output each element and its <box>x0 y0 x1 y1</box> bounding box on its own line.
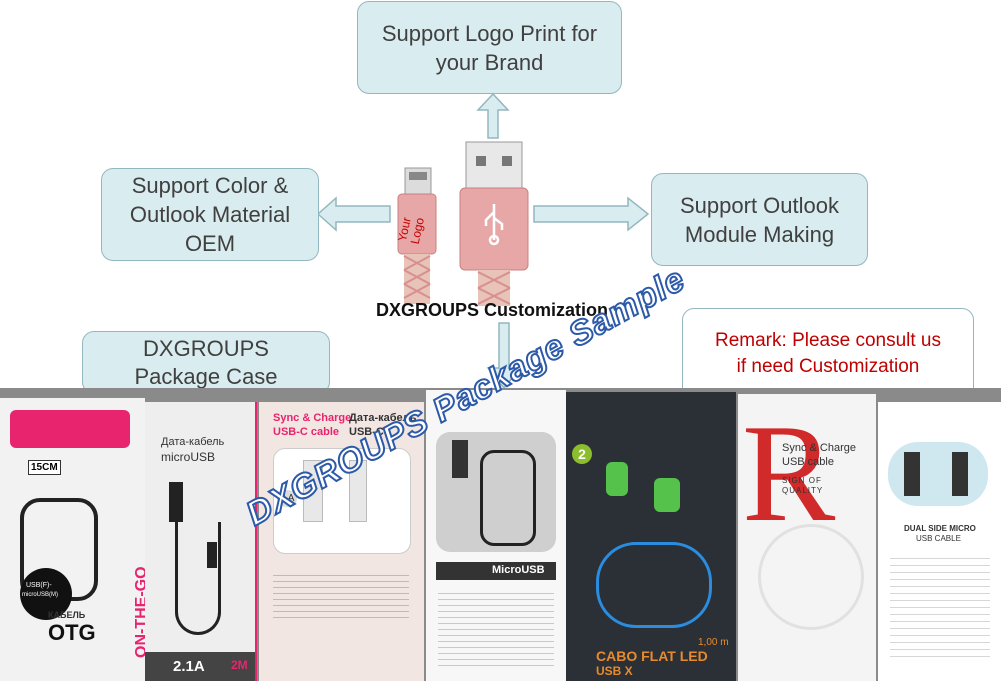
otg-side: ON-THE-GO <box>133 566 145 658</box>
microusb-2m-title2: microUSB <box>161 450 216 464</box>
soq-sign1: SIGN OF <box>782 476 822 485</box>
package-case-box: DXGROUPS Package Case <box>82 331 330 394</box>
package-otg: 15CM USB(F)- microUSB(M) КАБЕЛЬ OTG ON-T… <box>0 398 145 681</box>
logo-print-line2: your Brand <box>435 49 544 75</box>
usb-a-cable <box>459 141 529 306</box>
remark-line1: Remark: Please consult us <box>715 330 941 351</box>
flat-led-sub: USB X <box>596 664 633 678</box>
usbc-sync1: Sync & Charge <box>273 412 352 424</box>
dual-side-title2: USB CABLE <box>916 534 961 543</box>
color-outlook-box: Support Color & Outlook Material OEM <box>101 168 319 261</box>
otg-kabel: КАБЕЛЬ <box>48 610 86 620</box>
color-outlook-line3: OEM <box>184 231 236 256</box>
microusb-black-label: MicroUSB <box>492 564 545 576</box>
microusb-2m-amp: 2.1A <box>173 658 205 675</box>
usbc-title1: Дата-кабель <box>349 412 417 424</box>
outlook-module-box: Support Outlook Module Making <box>651 173 868 266</box>
remark-box: Remark: Please consult us if need Custom… <box>682 308 974 400</box>
package-case-line1: DXGROUPS <box>143 335 269 361</box>
package-microusb-2m: Дата-кабель microUSB 2.1A 2M <box>145 402 257 681</box>
usbc-title2: USB-C <box>349 426 384 438</box>
customization-caption: DXGROUPS Customization <box>376 300 609 320</box>
microusb-2m-title1: Дата-кабель <box>161 436 225 448</box>
otg-length: 15CM <box>28 460 61 475</box>
remark-line2: if need Customization <box>736 356 920 377</box>
package-usb-c: Sync & Charge USB-C cable Дата-кабель US… <box>259 402 424 681</box>
package-flat-led: 2 1,00 m CABO FLAT LED USB X <box>566 392 736 681</box>
package-dual-side: DUAL SIDE MICRO USB CABLE <box>878 402 1001 681</box>
logo-print-box: Support Logo Print for your Brand <box>357 1 622 94</box>
your-logo-label: Your Logo <box>395 214 427 245</box>
soq-letter: R <box>742 396 836 551</box>
soq-sync1: Sync & Charge <box>782 442 856 454</box>
package-sign-of-quality: R Sync & Charge USB cable SIGN OF QUALIT… <box>738 394 876 681</box>
color-outlook-line1: Support Color & <box>131 173 289 198</box>
microusb-2m-length: 2M <box>231 658 248 672</box>
flat-led-title: CABO FLAT LED <box>596 648 708 664</box>
outlook-module-line2: Module Making <box>684 221 835 247</box>
soq-sign2: QUALITY <box>782 486 824 495</box>
package-microusb-black: MicroUSB <box>426 390 566 681</box>
otg-type1: USB(F)- <box>26 582 52 589</box>
color-outlook-line2: Outlook Material <box>129 202 291 227</box>
outlook-module-line1: Support Outlook <box>680 192 839 218</box>
logo-print-line1: Support Logo Print for <box>381 20 598 46</box>
otg-title: OTG <box>48 620 96 645</box>
micro-usb-cable <box>397 167 437 304</box>
arrow-right <box>533 196 650 232</box>
otg-type2: microUSB(M) <box>22 592 58 598</box>
arrow-left <box>316 196 391 232</box>
soq-sync2: USB cable <box>782 456 834 468</box>
flat-led-length: 1,00 m <box>698 637 729 648</box>
usbc-sync2: USB-C cable <box>273 426 340 438</box>
dual-side-title1: DUAL SIDE MICRO <box>904 524 976 533</box>
arrow-up <box>476 92 510 139</box>
package-strip: 15CM USB(F)- microUSB(M) КАБЕЛЬ OTG ON-T… <box>0 388 1001 681</box>
flat-led-badge: 2 <box>572 444 592 464</box>
arrow-down <box>486 322 522 390</box>
usbc-amp: 2 A <box>277 490 298 507</box>
package-case-line2: Package Case <box>134 363 278 389</box>
